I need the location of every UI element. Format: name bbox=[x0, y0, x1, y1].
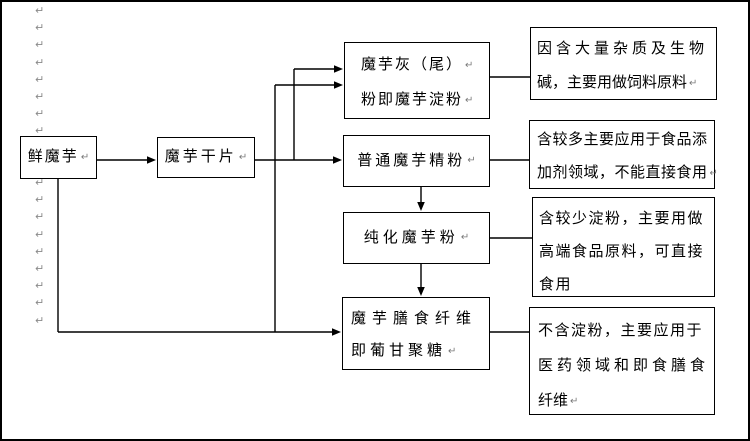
paragraph-mark-icon: ↵ bbox=[35, 227, 45, 241]
node-label-line2: 即葡甘聚糖 bbox=[351, 343, 447, 359]
return-mark-icon: ↵ bbox=[448, 346, 457, 357]
node-konjac-ash-starch: 魔芋灰（尾）↵ 粉即魔芋淀粉↵ bbox=[344, 42, 490, 119]
return-mark-icon: ↵ bbox=[467, 155, 476, 166]
note-line1: 不含淀粉，主要应用于 bbox=[538, 323, 704, 339]
return-mark-icon: ↵ bbox=[238, 151, 248, 163]
note-line1: 因含大量杂质及生物 bbox=[537, 41, 709, 57]
node-label: 普通魔芋精粉 bbox=[357, 152, 466, 169]
note-line2: 医药领域和即食膳食 bbox=[538, 358, 710, 374]
paragraph-mark-icon: ↵ bbox=[35, 193, 45, 207]
note-purified-flour: 含较少淀粉，主要用做 高端食品原料，可直接 食用 bbox=[532, 197, 715, 297]
return-mark-icon: ↵ bbox=[460, 232, 470, 243]
node-label-line1: 魔芋膳食纤维 bbox=[351, 311, 478, 327]
node-dried-konjac-slices: 魔芋干片↵ bbox=[157, 137, 255, 178]
node-label: 纯化魔芋粉 bbox=[363, 229, 459, 246]
paragraph-mark-icon: ↵ bbox=[35, 90, 45, 103]
paragraph-mark-icon: ↵ bbox=[35, 262, 45, 275]
return-mark-icon: ↵ bbox=[709, 168, 718, 179]
note-dietary-fiber: 不含淀粉，主要应用于 医药领域和即食膳食 纤维↵ bbox=[529, 307, 715, 415]
paragraph-mark-icon: ↵ bbox=[35, 4, 45, 17]
paragraph-mark-icon: ↵ bbox=[35, 107, 45, 121]
note-line3: 食用 bbox=[539, 277, 573, 293]
note-line3: 纤维 bbox=[538, 393, 569, 409]
note-common-flour: 含较多主要应用于食品添 加剂领域，不能直接食用↵ bbox=[529, 120, 718, 189]
paragraph-mark-icon: ↵ bbox=[35, 21, 45, 35]
node-konjac-dietary-fiber: 魔芋膳食纤维 即葡甘聚糖↵ bbox=[342, 297, 490, 370]
node-label: 魔芋干片 bbox=[164, 149, 237, 165]
paragraph-mark-icon: ↵ bbox=[35, 55, 45, 69]
note-ash-starch: 因含大量杂质及生物 碱，主要用做饲料原料↵ bbox=[530, 27, 717, 100]
return-mark-icon: ↵ bbox=[689, 78, 698, 89]
return-mark-icon: ↵ bbox=[465, 60, 474, 71]
paragraph-mark-icon: ↵ bbox=[35, 38, 45, 52]
node-common-konjac-flour: 普通魔芋精粉↵ bbox=[343, 135, 490, 187]
note-line2: 碱，主要用做饲料原料 bbox=[537, 75, 688, 91]
node-label: 鲜魔芋 bbox=[27, 149, 79, 165]
return-mark-icon: ↵ bbox=[80, 151, 90, 163]
note-line2: 高端食品原料，可直接 bbox=[539, 244, 705, 260]
paragraph-mark-icon: ↵ bbox=[35, 244, 45, 258]
node-fresh-konjac: 鲜魔芋↵ bbox=[20, 136, 97, 179]
node-label-line1: 魔芋灰（尾） bbox=[361, 57, 464, 73]
paragraph-mark-icon: ↵ bbox=[35, 313, 45, 327]
return-mark-icon: ↵ bbox=[465, 95, 474, 106]
paragraph-mark-icon: ↵ bbox=[35, 176, 45, 189]
node-purified-konjac-flour: 纯化魔芋粉↵ bbox=[343, 212, 490, 264]
paragraph-mark-icon: ↵ bbox=[35, 72, 45, 86]
return-mark-icon: ↵ bbox=[570, 396, 579, 407]
note-line2: 加剂领域，不能直接食用 bbox=[537, 165, 708, 181]
note-line1: 含较少淀粉，主要用做 bbox=[539, 211, 705, 227]
paragraph-mark-icon: ↵ bbox=[35, 296, 45, 310]
paragraph-mark-icon: ↵ bbox=[35, 124, 45, 138]
paragraph-mark-icon: ↵ bbox=[35, 210, 45, 224]
node-label-line2: 粉即魔芋淀粉 bbox=[361, 92, 464, 108]
paragraph-mark-icon: ↵ bbox=[35, 279, 45, 293]
note-line1: 含较多主要应用于食品添 bbox=[537, 132, 708, 148]
